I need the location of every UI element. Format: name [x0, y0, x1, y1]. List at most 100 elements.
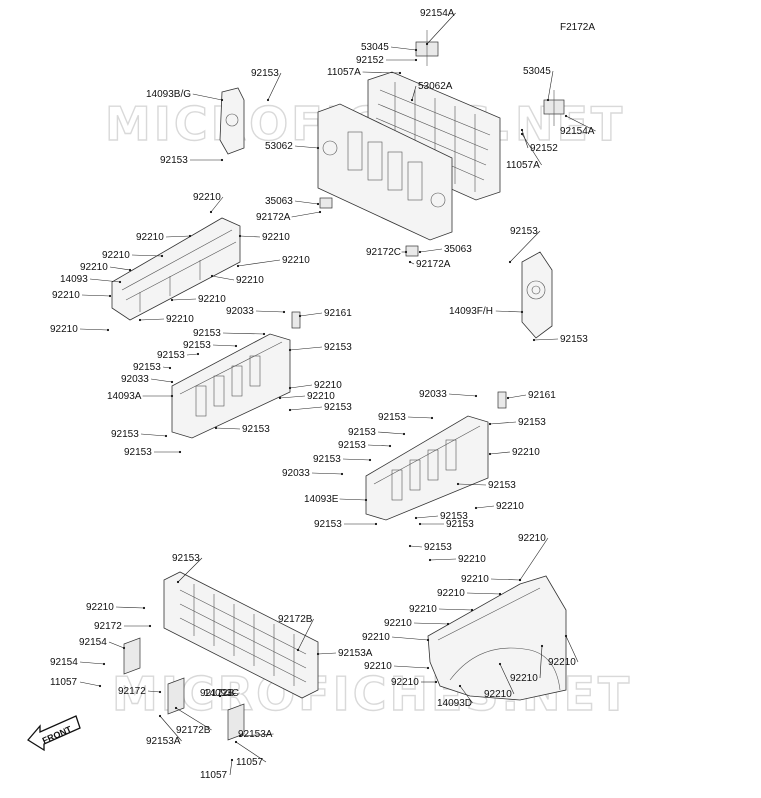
part-label-8: 53045: [523, 66, 551, 77]
part-label-10: 92152: [530, 143, 558, 154]
leader-line-88: [539, 645, 543, 679]
part-label-16: 92210: [136, 232, 164, 243]
part-label-75: 92172B: [176, 725, 211, 736]
leader-dot-43: [278, 396, 282, 400]
leader-dot-53: [388, 444, 392, 448]
leader-dot-3: [398, 71, 402, 75]
leader-dot-7: [220, 158, 224, 162]
leader-line-16: [165, 235, 191, 238]
leader-dot-84: [470, 608, 474, 612]
part-label-52: 92153: [348, 427, 376, 438]
part-label-71: 92172B: [278, 614, 313, 625]
part-label-7: 92153: [160, 155, 188, 166]
part-label-76: 92172B: [200, 688, 235, 699]
part-label-35: 92153: [193, 328, 221, 339]
part-label-70: 11057: [50, 677, 78, 688]
leader-line-63: [409, 545, 423, 548]
tailgate-inner-panel: [367, 71, 501, 201]
leader-dot-28: [418, 250, 422, 254]
bracket-14093FH: [521, 251, 553, 339]
part-label-20: 92210: [282, 255, 310, 266]
leader-line-81: [519, 537, 549, 581]
part-label-14: 35063: [265, 196, 293, 207]
leader-dot-89: [498, 662, 502, 666]
leader-line-84: [438, 608, 473, 611]
leader-dot-37: [196, 352, 200, 356]
leader-line-40: [150, 378, 173, 383]
part-label-6: 14093B/G: [146, 89, 191, 100]
part-label-57: 92153: [488, 480, 516, 491]
leader-line-45: [140, 433, 167, 437]
leader-line-60: [475, 505, 495, 509]
part-label-77: 11057: [236, 757, 264, 768]
leader-line-71: [297, 618, 314, 651]
leader-line-64: [429, 558, 457, 561]
leader-line-86: [391, 636, 429, 641]
part-label-42: 14093A: [107, 391, 142, 402]
part-label-23: 92210: [52, 290, 80, 301]
leader-line-50: [407, 416, 433, 419]
part-label-85: 92210: [384, 618, 412, 629]
leader-dot-8: [546, 98, 550, 102]
leader-line-8: [547, 70, 554, 101]
leader-dot-54: [368, 458, 372, 462]
part-label-79: 11057: [200, 770, 228, 781]
leader-dot-57: [456, 482, 460, 486]
part-label-40: 92033: [121, 374, 149, 385]
leader-line-87: [565, 635, 579, 663]
part-label-80: 92153A: [238, 729, 273, 740]
part-label-45: 92153: [111, 429, 139, 440]
part-label-86: 92210: [362, 632, 390, 643]
leader-dot-66: [142, 606, 146, 610]
part-label-21: 14093: [60, 274, 88, 285]
leader-dot-51: [488, 422, 492, 426]
leader-dot-10: [520, 128, 524, 132]
part-label-74: 14093C: [204, 688, 239, 699]
part-label-18: 92210: [102, 250, 130, 261]
leader-dot-34: [298, 314, 302, 318]
clip-35063-a: [319, 197, 333, 209]
leader-dot-52: [402, 432, 406, 436]
leader-dot-67: [148, 624, 152, 628]
leader-line-76: [219, 692, 236, 697]
leader-dot-63: [408, 544, 412, 548]
leader-dot-45: [164, 434, 168, 438]
part-label-5: 92153: [251, 68, 279, 79]
part-label-72: 92153A: [338, 648, 373, 659]
leader-dot-40: [170, 380, 174, 384]
leader-dot-47: [178, 450, 182, 454]
leader-dot-23: [108, 294, 112, 298]
part-label-46: 92153: [242, 424, 270, 435]
leader-dot-68: [122, 646, 126, 650]
leader-dot-2: [414, 58, 418, 62]
leader-line-25: [139, 318, 165, 321]
part-label-55: 92210: [512, 447, 540, 458]
leader-line-49: [507, 394, 527, 399]
part-label-56: 92033: [282, 468, 310, 479]
leader-line-83: [466, 592, 501, 595]
leader-dot-60: [474, 506, 478, 510]
leader-line-79: [229, 759, 233, 776]
leader-line-44: [289, 406, 323, 411]
leader-dot-70: [98, 684, 102, 688]
diagram-id: F2172A: [560, 22, 595, 33]
part-label-1: 53045: [361, 42, 389, 53]
leader-dot-17: [238, 234, 242, 238]
leader-line-18: [131, 254, 163, 257]
leader-dot-41: [288, 386, 292, 390]
leader-line-35: [222, 332, 265, 335]
front-arrow: FRONT: [27, 715, 81, 752]
hinge-right: [543, 90, 565, 126]
part-label-25: 92210: [166, 314, 194, 325]
part-label-84: 92210: [409, 604, 437, 615]
leader-dot-73: [158, 690, 162, 694]
leader-line-72: [317, 652, 337, 655]
part-label-68: 92154: [79, 637, 107, 648]
part-label-89: 92210: [484, 689, 512, 700]
leader-line-91: [393, 665, 429, 669]
part-label-49: 92161: [528, 390, 556, 401]
leader-line-48: [448, 393, 477, 397]
leader-line-13: [210, 196, 224, 213]
leader-dot-11: [520, 132, 524, 136]
